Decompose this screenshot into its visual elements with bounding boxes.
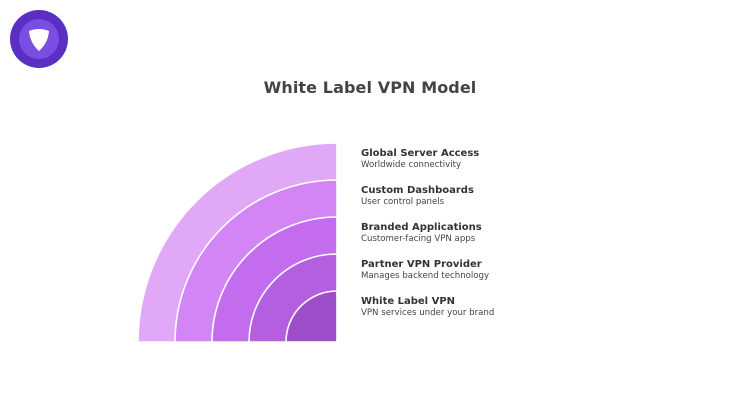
layer-title: Partner VPN Provider bbox=[361, 259, 482, 270]
layer-label-partner-vpn-provider: Partner VPN Provider Manages backend tec… bbox=[361, 259, 721, 282]
layer-title: Branded Applications bbox=[361, 222, 482, 233]
layer-title: Custom Dashboards bbox=[361, 185, 474, 196]
layer-title: Global Server Access bbox=[361, 148, 480, 159]
layer-description: Customer-facing VPN apps bbox=[361, 234, 476, 244]
layer-label-white-label-vpn: White Label VPN VPN services under your … bbox=[361, 296, 721, 319]
layer-label-custom-dashboards: Custom Dashboards User control panels bbox=[361, 185, 721, 208]
layer-description: User control panels bbox=[361, 197, 445, 207]
logo-shield-mark bbox=[29, 29, 49, 51]
layer-description: Worldwide connectivity bbox=[361, 160, 462, 170]
layer-title: White Label VPN bbox=[361, 296, 456, 307]
layer-label-global-server-access: Global Server Access Worldwide connectiv… bbox=[361, 148, 721, 171]
layer-label-branded-applications: Branded Applications Customer-facing VPN… bbox=[361, 222, 721, 245]
layer-description: Manages backend technology bbox=[361, 271, 490, 281]
layer-description: VPN services under your brand bbox=[361, 308, 495, 318]
diagram-title: White Label VPN Model bbox=[263, 78, 477, 97]
layer-arc-white-label-vpn bbox=[285, 290, 338, 343]
app-logo-icon bbox=[10, 10, 68, 68]
layer-labels: Global Server Access Worldwide connectiv… bbox=[361, 0, 721, 420]
